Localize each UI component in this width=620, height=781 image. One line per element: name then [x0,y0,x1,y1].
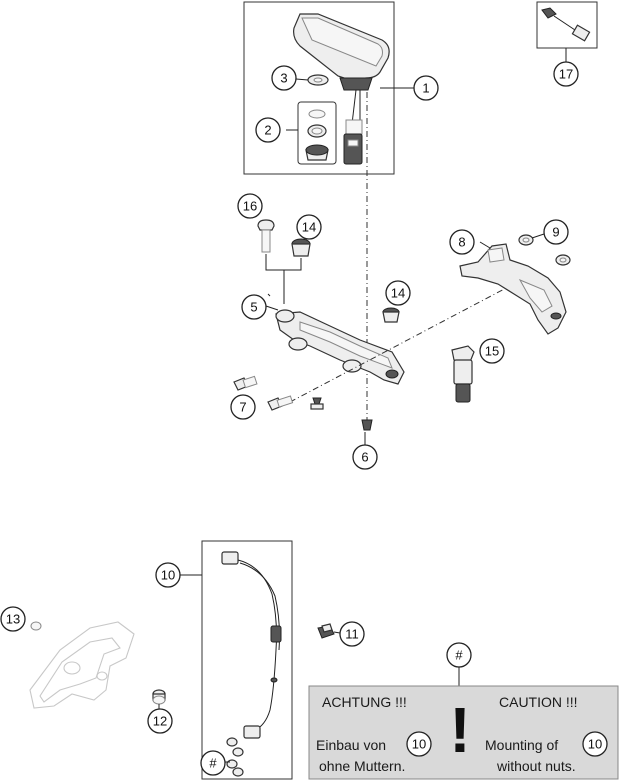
callout-1: 1 [413,75,439,101]
callout-10: 10 [155,562,181,588]
svg-text:6: 6 [361,450,368,465]
notice-exclamation: ! [449,694,470,766]
svg-text:10: 10 [588,737,602,752]
svg-text:7: 7 [239,400,246,415]
svg-text:12: 12 [153,714,167,729]
svg-text:#: # [455,648,463,663]
part-14-plug-right [382,307,400,323]
part-2-grommet-kit [305,109,329,161]
svg-text:8: 8 [458,235,465,250]
svg-text:13: 13 [6,612,20,627]
part-15-switch [451,345,475,403]
svg-text:15: 15 [485,344,499,359]
callout-17: 17 [553,61,579,87]
part-10-cable [221,551,282,739]
part-5-bracket [275,309,405,385]
callout-8: 8 [449,229,475,255]
part-14-plug-left [291,238,311,257]
part-16-screw [257,219,275,253]
part-17-box [536,1,598,49]
part-9-grommets [518,234,571,266]
callout-11: 11 [339,621,365,647]
notice-right-line1: Mounting of [485,737,558,753]
callout-15: 15 [479,338,505,364]
callout-hash-part: # [200,750,226,776]
callout-5: 5 [241,294,267,320]
callout-9: 9 [543,219,569,245]
ghost-frame [29,621,135,709]
svg-text:16: 16 [243,199,257,214]
svg-text:#: # [209,756,217,771]
svg-text:2: 2 [264,123,271,138]
notice-right-ref: 10 [582,731,608,757]
notice-left-line1: Einbau von [316,737,386,753]
part-6-screw [361,419,373,431]
part-8-mount [459,243,567,335]
part-2-kit-box [297,101,337,165]
callout-16: 16 [237,193,263,219]
callout-7: 7 [230,394,256,420]
notice-left-line2: ohne Muttern. [319,758,405,774]
svg-text:14: 14 [391,286,405,301]
svg-text:11: 11 [345,627,359,642]
notice-right-line2: without nuts. [496,758,576,774]
small-screw [310,397,324,410]
part-11-connector [317,623,335,639]
svg-text:10: 10 [161,568,175,583]
svg-text:17: 17 [559,67,573,82]
notice-left-heading: ACHTUNG !!! [322,694,407,710]
part-3-washer [307,74,329,86]
svg-text:1: 1 [422,81,429,96]
part-10-nuts [226,737,244,777]
callout-3: 3 [271,65,297,91]
svg-text:5: 5 [250,300,257,315]
callout-12: 12 [147,708,173,734]
part-10-box [201,540,293,780]
callout-6: 6 [352,444,378,470]
part-7-bolt-lower [267,395,294,411]
notice-left-ref: 10 [406,731,432,757]
svg-text:10: 10 [412,737,426,752]
callout-hash-notice: # [446,642,472,668]
instrument-cluster [293,13,390,165]
notice-panel [308,685,619,780]
svg-text:14: 14 [302,220,316,235]
part-13-clip [30,621,42,631]
part-17-cable [541,7,591,42]
callout-2: 2 [255,117,281,143]
part-12-bushing [152,689,166,705]
svg-text:9: 9 [552,225,559,240]
part-7-bolt-upper [233,375,258,391]
caution-notice: # ACHTUNG !!! CAUTION !!! ! Einbau von 1… [308,642,619,780]
notice-right-heading: CAUTION !!! [499,694,578,710]
callout-14-lower: 14 [385,280,411,306]
svg-text:3: 3 [280,71,287,86]
callout-14-upper: 14 [296,214,322,240]
callout-13: 13 [0,606,26,632]
